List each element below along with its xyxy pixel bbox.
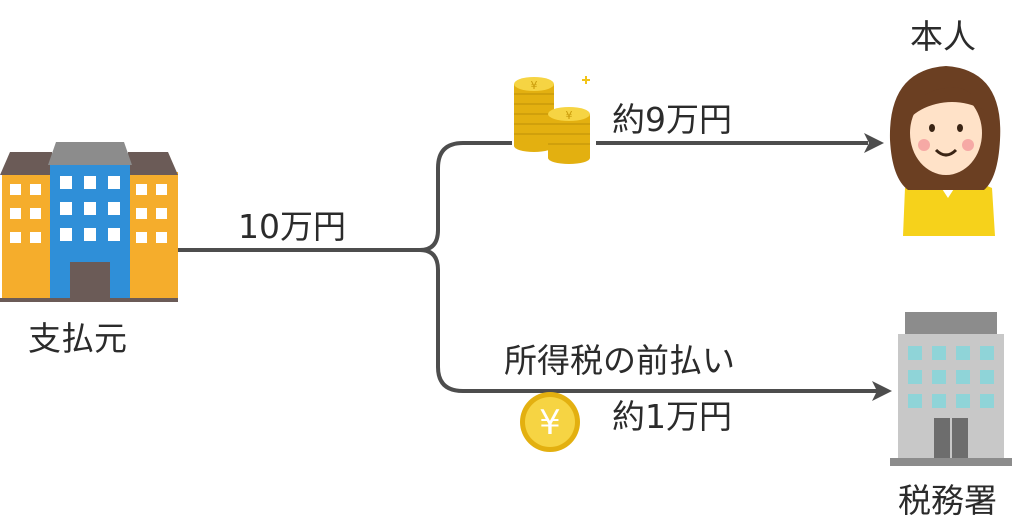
withholding-title-label: 所得税の前払い — [504, 341, 735, 380]
yen-coin-stack-icon: ¥ ¥ — [514, 76, 590, 164]
svg-text:¥: ¥ — [566, 109, 573, 122]
to-person-amount-label: 約9万円 — [612, 100, 732, 139]
yen-coin-icon: ¥ — [520, 392, 580, 452]
svg-text:¥: ¥ — [531, 79, 538, 92]
to-tax-amount-label: 約1万円 — [612, 397, 732, 436]
payer-label: 支払元 — [28, 319, 127, 358]
to-tax-arrowhead — [872, 381, 892, 401]
flow-lines — [178, 141, 880, 393]
branch-upper-line — [419, 141, 512, 252]
svg-text:¥: ¥ — [539, 403, 561, 443]
tax-office-label: 税務署 — [898, 481, 997, 520]
office-building-icon — [0, 142, 178, 302]
total-amount-label: 10万円 — [238, 207, 346, 246]
branch-lower-line — [419, 248, 880, 393]
person-label: 本人 — [910, 17, 976, 56]
woman-avatar-icon — [889, 66, 1001, 236]
to-person-arrowhead — [864, 133, 884, 153]
government-building-icon — [890, 312, 1012, 466]
